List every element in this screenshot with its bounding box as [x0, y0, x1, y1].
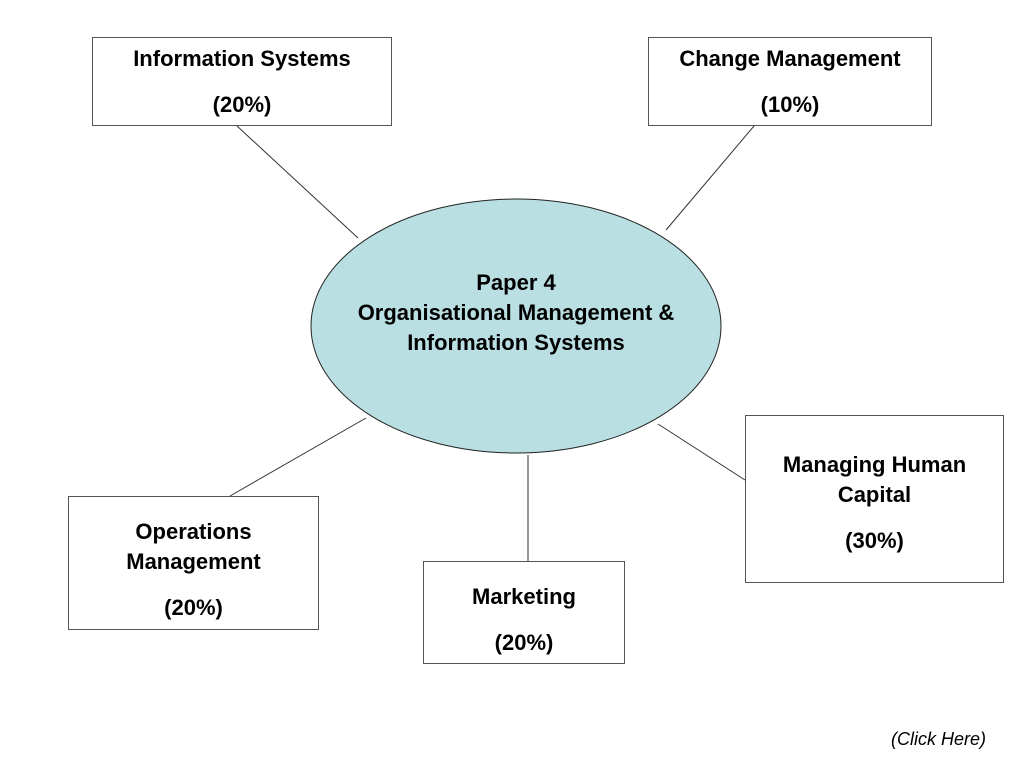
topic-box-change-management[interactable]: Change Management (10%): [648, 37, 932, 126]
topic-box-operations-management[interactable]: Operations Management (20%): [68, 496, 319, 630]
connector-managing-human-capital: [657, 423, 746, 481]
center-label: Paper 4 Organisational Management & Info…: [312, 268, 720, 358]
topic-weight: (20%): [164, 595, 223, 620]
click-here-link[interactable]: (Click Here): [890, 729, 986, 749]
topic-weight: (20%): [494, 630, 554, 655]
topic-title: Managing Human Capital: [782, 452, 967, 507]
center-label-line-3: Information Systems: [407, 330, 625, 355]
topic-title: Marketing: [472, 584, 576, 609]
topic-title: Operations Management: [126, 519, 261, 574]
topic-box-managing-human-capital[interactable]: Managing Human Capital (30%): [745, 415, 1004, 583]
topic-weight: (10%): [760, 92, 820, 117]
center-label-line-1: Paper 4: [476, 270, 556, 295]
connector-information-systems: [236, 125, 359, 239]
topic-title: Information Systems: [133, 46, 351, 71]
center-label-line-2: Organisational Management &: [357, 300, 675, 325]
connector-operations-management: [229, 417, 367, 497]
topic-box-information-systems[interactable]: Information Systems (20%): [92, 37, 392, 126]
topic-box-marketing[interactable]: Marketing (20%): [423, 561, 625, 664]
center-ellipse: [310, 198, 722, 454]
connector-change-management: [665, 125, 755, 231]
topic-weight: (20%): [212, 92, 272, 117]
topic-weight: (30%): [845, 528, 904, 553]
topic-title: Change Management: [679, 46, 901, 71]
